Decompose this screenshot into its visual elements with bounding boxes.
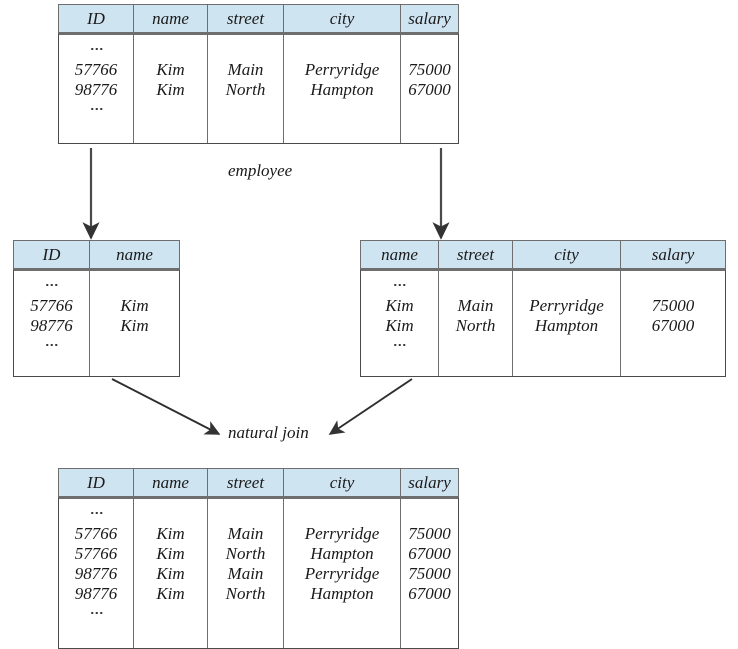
join-result-header-id: ID xyxy=(59,469,134,496)
arrow-left-projection-to-join xyxy=(111,378,221,435)
cell: 57766 xyxy=(30,296,73,315)
left-projection-col-name: ⋮ Kim Kim xyxy=(90,271,179,376)
right-projection-col-street: ⋮ Main North xyxy=(439,271,513,376)
ellipsis-bottom: ⋮ xyxy=(89,102,104,118)
employee-relation-table: ID name street city salary ⋮ 57766 98776… xyxy=(58,4,459,144)
cell: Main xyxy=(457,296,494,315)
cell: Main xyxy=(227,60,264,79)
cell: 57766 xyxy=(74,524,118,543)
right-projection-header-name: name xyxy=(361,241,439,268)
employee-header-salary: salary xyxy=(408,9,451,28)
employee-col-street: ⋮ Main North xyxy=(208,35,284,143)
employee-body: ⋮ 57766 98776 ⋮ ⋮ Kim Kim ⋮ Main North ⋮… xyxy=(58,33,459,144)
employee-header-street: street xyxy=(208,5,284,32)
join-result-body: ⋮ 57766 57766 98776 98776 ⋮ ⋮ Kim Kim Ki… xyxy=(58,497,459,649)
join-result-col-salary: ⋮ 75000 67000 75000 67000 xyxy=(401,499,458,648)
cell: Perryridge xyxy=(529,296,604,315)
cell: 57766 xyxy=(74,60,118,79)
ellipsis-bottom: ⋮ xyxy=(44,338,60,354)
join-result-header-city: city xyxy=(284,469,401,496)
ellipsis-top: ⋮ xyxy=(44,278,60,294)
cell: 75000 xyxy=(408,524,451,543)
join-result-header-salary: salary xyxy=(408,473,451,492)
cell: Kim xyxy=(156,524,185,543)
join-result-col-name: ⋮ Kim Kim Kim Kim xyxy=(134,499,208,648)
employee-header-id: ID xyxy=(59,5,134,32)
cell: Kim xyxy=(156,60,185,79)
employee-header-name: name xyxy=(134,5,208,32)
right-projection-table: name street city salary ⋮ Kim Kim ⋮ ⋮ Ma… xyxy=(360,240,726,377)
employee-col-id: ⋮ 57766 98776 ⋮ xyxy=(59,35,134,143)
employee-caption: employee xyxy=(228,161,293,180)
cell: Kim xyxy=(385,296,414,315)
join-result-col-id: ⋮ 57766 57766 98776 98776 ⋮ xyxy=(59,499,134,648)
left-projection-header-name: name xyxy=(116,245,153,264)
ellipsis-bottom: ⋮ xyxy=(89,606,104,622)
employee-header-row: ID name street city salary xyxy=(58,4,459,33)
cell: 67000 xyxy=(408,584,451,603)
cell: Kim xyxy=(156,564,185,583)
right-projection-header-city: city xyxy=(513,241,621,268)
cell: Perryridge xyxy=(304,524,380,543)
left-projection-body: ⋮ 57766 98776 ⋮ ⋮ Kim Kim xyxy=(13,269,180,377)
join-result-header-row: ID name street city salary xyxy=(58,468,459,497)
arrow-right-projection-to-join xyxy=(328,378,413,435)
cell: 98776 xyxy=(74,584,118,603)
cell: Kim xyxy=(120,316,149,335)
employee-col-salary: ⋮ 75000 67000 xyxy=(401,35,458,143)
left-projection-header-row: ID name xyxy=(13,240,180,269)
join-result-header-name: name xyxy=(134,469,208,496)
cell: Kim xyxy=(385,316,414,335)
right-projection-body: ⋮ Kim Kim ⋮ ⋮ Main North ⋮ Perryridge Ha… xyxy=(360,269,726,377)
ellipsis-top: ⋮ xyxy=(392,278,408,294)
cell: North xyxy=(225,80,266,99)
cell: 67000 xyxy=(651,316,695,335)
cell: Hampton xyxy=(310,544,374,563)
natural-join-label: natural join xyxy=(228,423,309,442)
cell: North xyxy=(225,584,266,603)
cell: North xyxy=(225,544,266,563)
cell: 98776 xyxy=(30,316,73,335)
cell: 98776 xyxy=(74,564,118,583)
join-result-col-city: ⋮ Perryridge Hampton Perryridge Hampton xyxy=(284,499,401,648)
right-projection-col-salary: ⋮ 75000 67000 xyxy=(621,271,725,376)
ellipsis-bottom: ⋮ xyxy=(392,338,408,354)
right-projection-col-name: ⋮ Kim Kim ⋮ xyxy=(361,271,439,376)
cell: 98776 xyxy=(74,80,118,99)
cell: North xyxy=(455,316,496,335)
cell: 75000 xyxy=(408,564,451,583)
right-projection-header-row: name street city salary xyxy=(360,240,726,269)
cell: Hampton xyxy=(310,80,374,99)
cell: Kim xyxy=(156,584,185,603)
join-result-col-street: ⋮ Main North Main North xyxy=(208,499,284,648)
cell: Kim xyxy=(156,80,185,99)
cell: Perryridge xyxy=(304,564,380,583)
cell: 67000 xyxy=(408,544,451,563)
cell: Hampton xyxy=(310,584,374,603)
left-projection-table: ID name ⋮ 57766 98776 ⋮ ⋮ Kim Kim xyxy=(13,240,180,377)
employee-col-city: ⋮ Perryridge Hampton xyxy=(284,35,401,143)
cell: 75000 xyxy=(408,60,451,79)
employee-col-name: ⋮ Kim Kim xyxy=(134,35,208,143)
cell: 57766 xyxy=(74,544,118,563)
ellipsis-top: ⋮ xyxy=(89,506,104,522)
employee-header-city: city xyxy=(284,5,401,32)
left-projection-col-id: ⋮ 57766 98776 ⋮ xyxy=(14,271,90,376)
cell: 67000 xyxy=(408,80,451,99)
cell: Kim xyxy=(120,296,149,315)
cell: 75000 xyxy=(651,296,695,315)
cell: Kim xyxy=(156,544,185,563)
cell: Main xyxy=(227,564,264,583)
right-projection-col-city: ⋮ Perryridge Hampton xyxy=(513,271,621,376)
right-projection-header-street: street xyxy=(439,241,513,268)
cell: Main xyxy=(227,524,264,543)
join-result-table: ID name street city salary ⋮ 57766 57766… xyxy=(58,468,459,649)
cell: Perryridge xyxy=(304,60,380,79)
cell: Hampton xyxy=(534,316,599,335)
join-result-header-street: street xyxy=(208,469,284,496)
right-projection-header-salary: salary xyxy=(651,245,695,264)
ellipsis-top: ⋮ xyxy=(89,42,104,58)
left-projection-header-id: ID xyxy=(14,241,90,268)
